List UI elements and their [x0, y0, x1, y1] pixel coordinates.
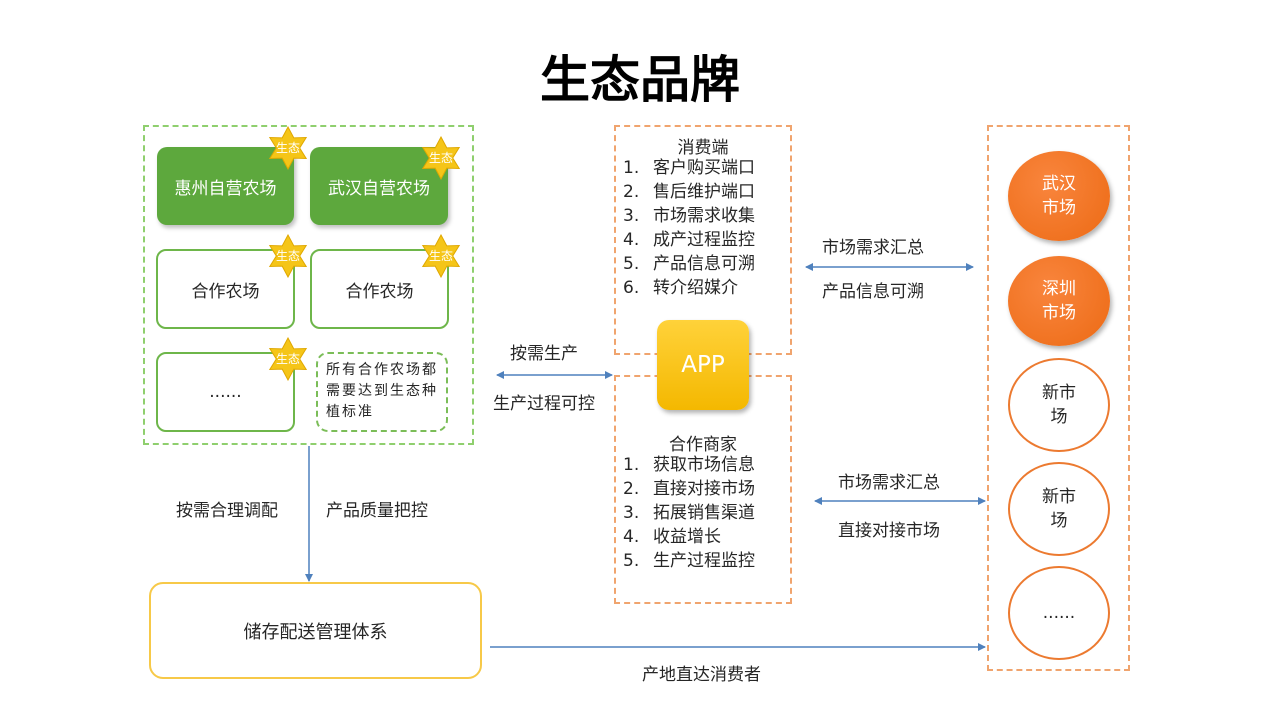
market-new-1[interactable]: 新市场 — [1008, 358, 1110, 452]
label-info-trace: 产品信息可溯 — [822, 282, 924, 302]
label-demand-summary-2: 市场需求汇总 — [838, 473, 940, 493]
list-item: 2.直接对接市场 — [623, 479, 755, 499]
label-direct-market: 直接对接市场 — [838, 521, 940, 541]
label-allocate: 按需合理调配 — [176, 501, 278, 521]
star-icon — [421, 233, 461, 279]
list-item: 2.售后维护端口 — [623, 182, 755, 202]
eco-badge: 生态 — [419, 233, 463, 279]
merchant-list: 1.获取市场信息 2.直接对接市场 3.拓展销售渠道 4.收益增长 5.生产过程… — [623, 453, 755, 573]
eco-badge: 生态 — [266, 233, 310, 279]
list-item: 4.收益增长 — [623, 527, 721, 547]
list-item: 3.市场需求收集 — [623, 206, 755, 226]
farm-coop-more[interactable]: ...... — [156, 352, 295, 432]
list-item: 5.生产过程监控 — [623, 551, 755, 571]
list-item: 3.拓展销售渠道 — [623, 503, 755, 523]
merchant-title: 合作商家 — [669, 435, 737, 455]
star-icon — [268, 233, 308, 279]
page-title: 生态品牌 — [540, 50, 740, 109]
consumer-title: 消费端 — [677, 138, 729, 158]
standard-note: 所有合作农场都需要达到生态种植标准 — [316, 352, 448, 432]
app-button[interactable]: APP — [657, 320, 749, 410]
market-new-2[interactable]: 新市场 — [1008, 462, 1110, 556]
eco-badge: 生态 — [266, 336, 310, 382]
market-wuhan[interactable]: 武汉市场 — [1008, 151, 1110, 241]
market-shenzhen[interactable]: 深圳市场 — [1008, 256, 1110, 346]
consumer-list: 1.客户购买端口 2.售后维护端口 3.市场需求收集 4.成产过程监控 5.产品… — [623, 156, 755, 300]
farm-huizhou[interactable]: 惠州自营农场 — [157, 147, 294, 225]
market-panel — [987, 125, 1130, 671]
list-item: 5.产品信息可溯 — [623, 254, 755, 274]
label-demand-summary-1: 市场需求汇总 — [822, 238, 924, 258]
eco-badge: 生态 — [266, 125, 310, 171]
storage-system[interactable]: 储存配送管理体系 — [149, 582, 482, 679]
eco-badge-label: 生态 — [428, 248, 453, 263]
list-item: 6.转介绍媒介 — [623, 278, 738, 298]
label-direct-consumer: 产地直达消费者 — [642, 665, 761, 685]
label-process-ctrl: 生产过程可控 — [493, 394, 595, 414]
eco-badge: 生态 — [419, 135, 463, 181]
market-more[interactable]: ...... — [1008, 566, 1110, 660]
star-icon — [268, 336, 308, 382]
list-item: 4.成产过程监控 — [623, 230, 755, 250]
label-quality: 产品质量把控 — [326, 501, 428, 521]
eco-badge-label: 生态 — [275, 248, 300, 263]
star-icon — [268, 125, 308, 171]
farm-group — [143, 125, 474, 445]
star-icon — [421, 135, 461, 181]
eco-badge-label: 生态 — [275, 351, 300, 366]
label-on-demand: 按需生产 — [510, 344, 578, 364]
eco-badge-label: 生态 — [275, 140, 300, 155]
list-item: 1.客户购买端口 — [623, 158, 755, 178]
eco-badge-label: 生态 — [428, 150, 453, 165]
farm-wuhan[interactable]: 武汉自营农场 — [310, 147, 448, 225]
list-item: 1.获取市场信息 — [623, 455, 755, 475]
